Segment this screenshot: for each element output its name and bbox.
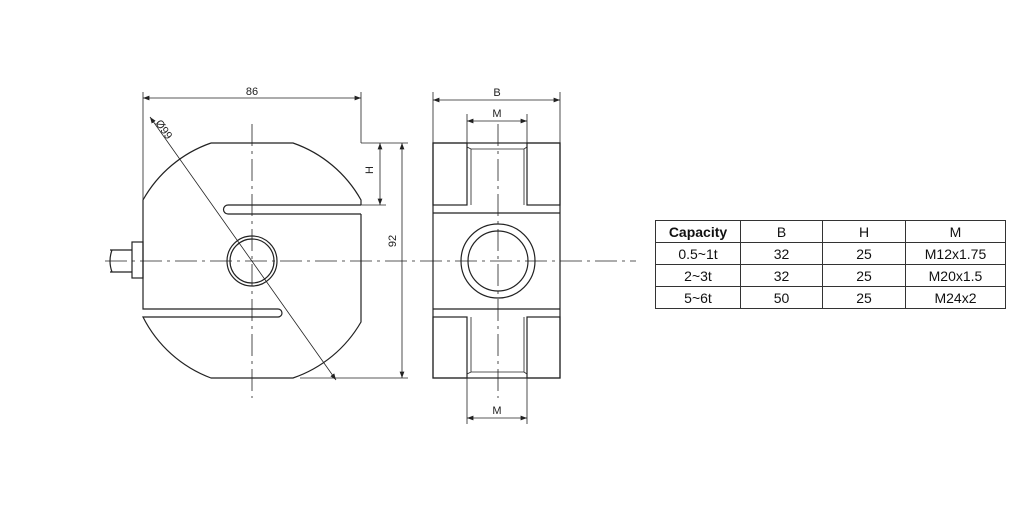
capacity-table: Capacity B H M 0.5~1t 32 25 M12x1.75 2~3… (655, 220, 1006, 309)
dim-h-label: H (364, 166, 376, 174)
cell-capacity: 2~3t (655, 264, 741, 287)
table-row: 0.5~1t 32 25 M12x1.75 (655, 242, 1006, 265)
table-row: 5~6t 50 25 M24x2 (655, 286, 1006, 309)
header-h: H (822, 220, 906, 243)
header-capacity: Capacity (655, 220, 741, 243)
cell-m: M12x1.75 (905, 242, 1006, 265)
dim-m-bottom-label: M (492, 405, 501, 417)
side-view (420, 92, 636, 424)
dim-height-label: 92 (387, 235, 399, 247)
cell-capacity: 5~6t (655, 286, 741, 309)
cell-capacity: 0.5~1t (655, 242, 741, 265)
dim-b-label: B (493, 87, 500, 99)
dim-diameter-label: Ø99 (153, 118, 175, 142)
cell-h: 25 (822, 242, 906, 265)
cable-gland (131, 241, 144, 279)
cell-b: 32 (740, 264, 823, 287)
cell-b: 50 (740, 286, 823, 309)
cell-h: 25 (822, 286, 906, 309)
table-row: 2~3t 32 25 M20x1.5 (655, 264, 1006, 287)
dim-m-top-label: M (492, 108, 501, 120)
header-b: B (740, 220, 823, 243)
cell-b: 32 (740, 242, 823, 265)
front-view (105, 92, 415, 398)
table-header-row: Capacity B H M (655, 220, 1006, 243)
header-m: M (905, 220, 1006, 243)
dim-width-label: 86 (246, 86, 258, 98)
cell-h: 25 (822, 264, 906, 287)
cell-m: M24x2 (905, 286, 1006, 309)
cell-m: M20x1.5 (905, 264, 1006, 287)
